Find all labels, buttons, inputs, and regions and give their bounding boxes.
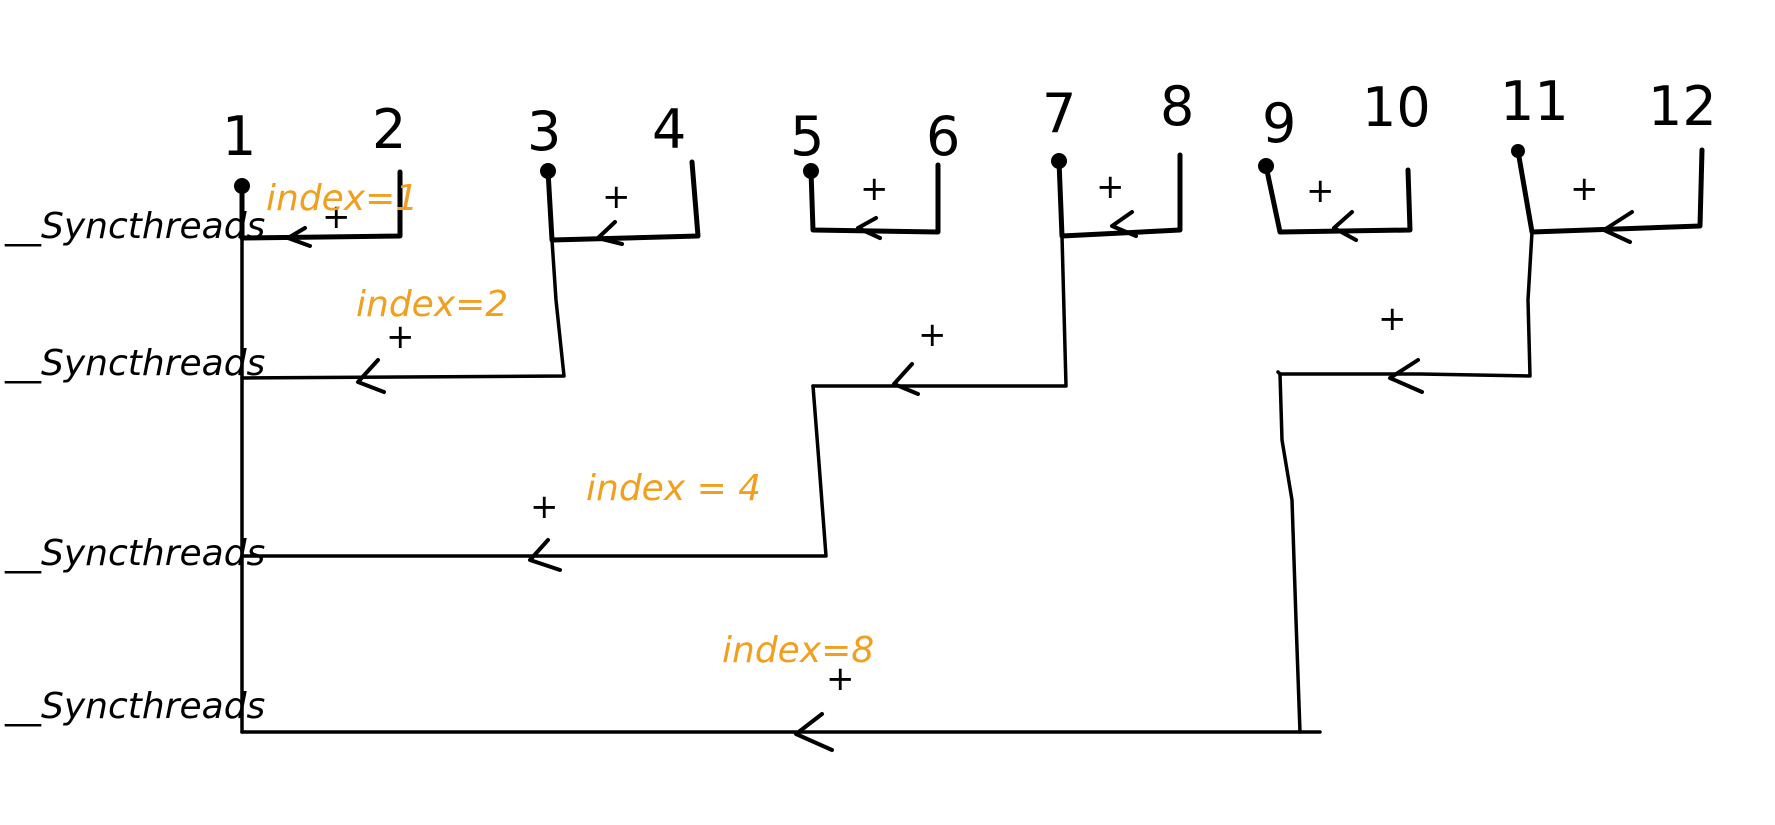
index-annotations: index=1 index=2 index = 4 index=8 [266,178,874,671]
arrow-level-2-c [1388,358,1424,394]
index-label-2: index=2 [356,284,508,325]
connector-7-8 [1056,152,1183,239]
sync-label-2: __Syncthreads [4,343,265,384]
plus-3-4: + [602,177,631,217]
arrow-1-2 [286,226,312,248]
thread-label-11: 11 [1500,70,1569,133]
arrow-level-2-b [892,362,920,396]
arrow-level-2-a [356,358,386,394]
plus-level-2-c: + [1378,299,1407,339]
thread-label-7: 7 [1042,82,1076,145]
index-label-8: index=8 [722,630,874,671]
thread-label-4: 4 [652,98,686,161]
connector-11-12 [1515,147,1705,235]
plus-5-6: + [860,169,889,209]
arrow-level-3 [528,538,562,572]
sync-label-4: __Syncthreads [4,686,265,727]
level-1-connectors [239,147,1705,243]
level-1-plus: + + + + + + [322,167,1599,237]
plus-level-2-a: + [386,317,415,357]
plus-level-4: + [826,659,855,699]
thread-label-6: 6 [926,105,960,168]
connector-3-to-1 [240,238,566,380]
arrow-level-4 [794,712,834,752]
connector-3-4 [545,159,701,243]
index-label-4: index = 4 [586,468,761,509]
thread-label-5: 5 [790,105,824,168]
thread-label-10: 10 [1362,76,1431,139]
index-label-1: index=1 [266,178,418,219]
thread-labels: 1 2 3 4 5 6 7 8 9 10 11 12 [222,70,1717,168]
level-3-connectors: + [240,384,828,572]
level-2-arrows [356,358,1424,396]
level-4-connectors: + [240,372,1322,752]
connector-9-down [1278,372,1302,734]
arrow-9-10 [1332,210,1358,242]
arrow-11-12 [1602,210,1634,244]
plus-9-10: + [1306,171,1335,211]
thread-label-3: 3 [527,100,561,163]
sync-label-1: __Syncthreads [4,206,265,247]
sync-labels: __Syncthreads __Syncthreads __Syncthread… [4,206,265,727]
plus-level-2-b: + [918,315,947,355]
thread-label-9: 9 [1262,92,1296,155]
plus-11-12: + [1570,169,1599,209]
level-2-plus: + + + [386,299,1407,357]
thread-label-12: 12 [1648,75,1717,138]
thread-label-1: 1 [222,105,256,168]
thread-label-8: 8 [1160,75,1194,138]
plus-1-2: + [322,197,351,237]
sync-label-3: __Syncthreads [4,533,265,574]
level-1-arrows [286,210,1634,248]
plus-level-3: + [530,487,559,527]
plus-7-8: + [1096,167,1125,207]
connector-7-to-5 [811,234,1068,388]
connector-5-6 [808,162,941,235]
arrow-3-4 [596,220,624,246]
connector-9-10 [1263,163,1413,235]
thread-label-2: 2 [372,98,406,161]
arrow-5-6 [856,216,882,240]
arrow-7-8 [1110,210,1138,238]
